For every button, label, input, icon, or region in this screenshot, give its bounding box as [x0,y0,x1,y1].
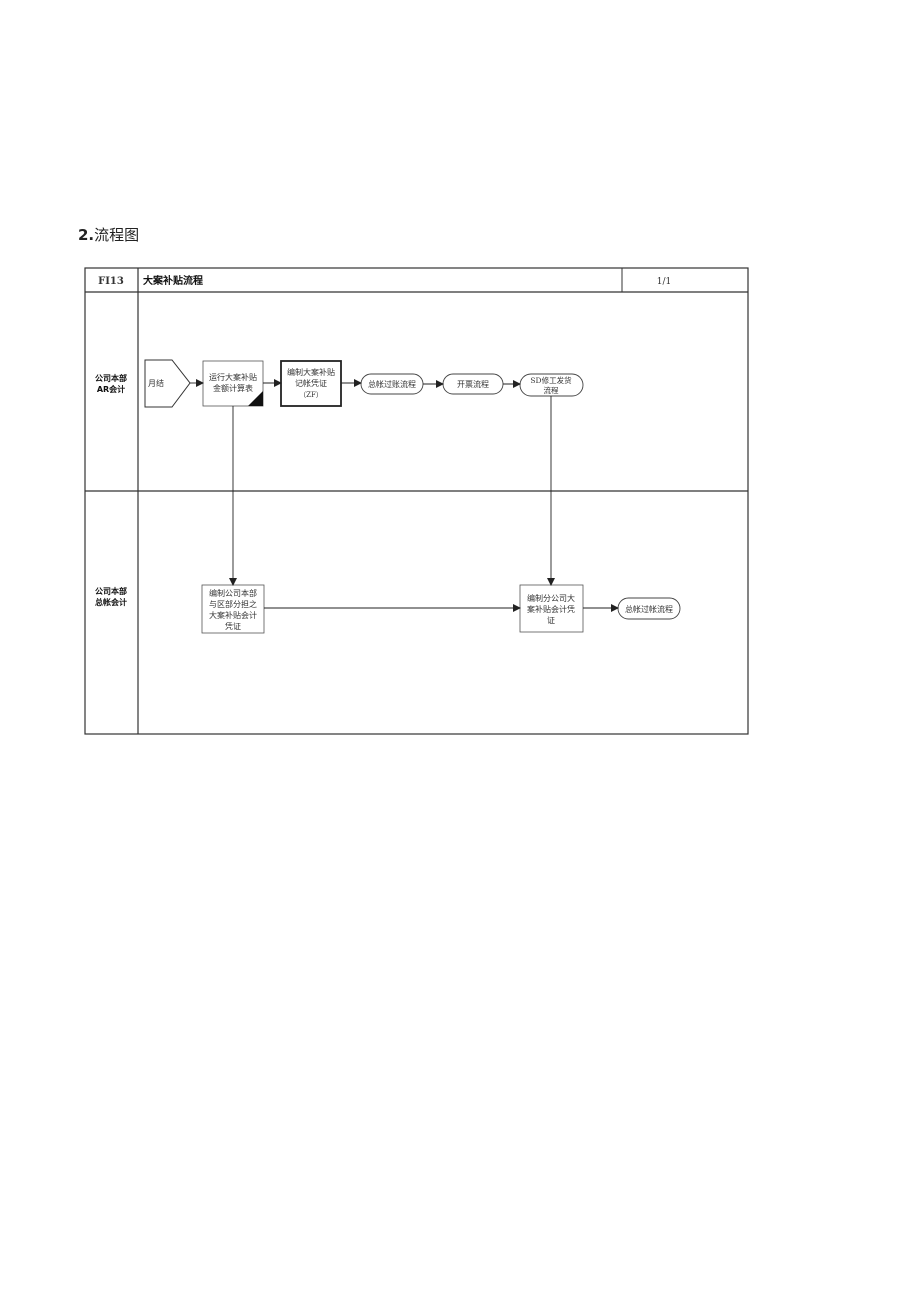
invoice-label: 开票流程 [457,379,489,389]
section-number: 2. [78,226,95,244]
branch-voucher-label-2: 案补贴会计凭 [527,604,575,614]
run-calc-label-2: 金额计算表 [213,383,253,393]
lane-ar-label-2: AR会计 [97,384,125,394]
branch-voucher-label-3: 证 [547,616,555,625]
run-calc-label-1: 运行大案补贴 [209,372,257,382]
hq-voucher-label-1: 编制公司本部 [209,588,257,598]
lane-gl-label-1: 公司本部 [95,586,127,596]
sd-shipment-label-1: SD修工发货 [530,375,572,385]
report-marker-icon [248,391,263,406]
diagram-frame [84,267,749,735]
process-title: 大案补贴流程 [143,274,203,287]
branch-voucher-label-1: 编制分公司大 [527,593,575,603]
start-node-label: 月结 [148,378,164,388]
sd-shipment-label-2: 流程 [544,385,559,395]
process-code: FI13 [98,276,124,287]
hq-voucher-label-4: 凭证 [225,621,241,631]
start-node [144,359,191,408]
gl-posting-label-2: 总帐过帐流程 [625,604,673,614]
make-voucher-label-2: 记帐凭证 [295,378,327,388]
lane-gl-label-2: 总帐会计 [95,597,127,607]
make-voucher-label-1: 编制大案补贴 [287,367,335,377]
gl-posting-label-1: 总帐过账流程 [368,379,416,389]
page-indicator: 1/1 [657,277,671,287]
hq-voucher-label-2: 与区部分担之 [209,599,257,609]
section-title: 流程图 [94,226,140,244]
hq-voucher-node [201,584,265,634]
section-heading: 2.流程图 [78,224,139,245]
make-voucher-node [280,360,342,407]
lane-ar-label-1: 公司本部 [95,373,127,383]
run-calc-node [202,360,264,407]
hq-voucher-label-3: 大案补贴会计 [209,610,257,620]
make-voucher-label-3: （ZF） [299,391,323,399]
